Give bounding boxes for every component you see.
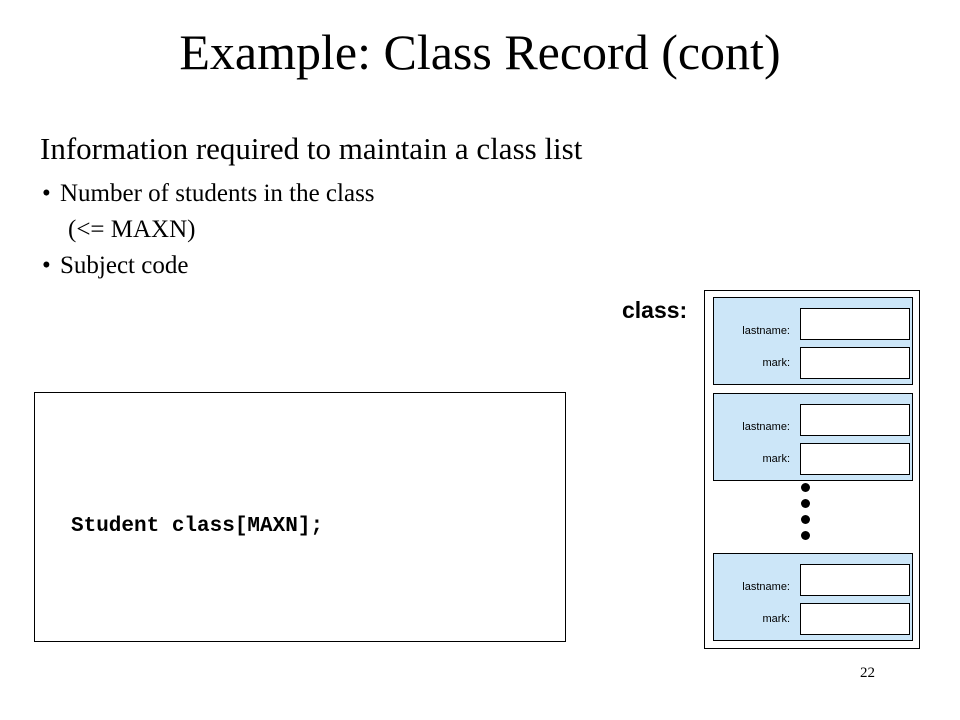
student-record: lastname: mark: xyxy=(713,393,913,481)
lastname-field xyxy=(800,308,910,340)
page-number: 22 xyxy=(860,665,875,681)
bullet-text: Subject code xyxy=(60,252,189,279)
student-record: lastname: mark: xyxy=(713,553,913,641)
bullet-continuation: (<= MAXN) xyxy=(42,212,375,248)
bullet-icon: • xyxy=(42,252,51,279)
mark-field xyxy=(800,347,910,379)
lastname-label: lastname: xyxy=(742,581,790,593)
lastname-field xyxy=(800,404,910,436)
slide-title: Example: Class Record (cont) xyxy=(179,24,781,80)
mark-field xyxy=(800,443,910,475)
bullet-item: • Number of students in the class xyxy=(42,176,375,212)
bullet-item: • Subject code xyxy=(42,248,375,284)
ellipsis-dot xyxy=(801,499,810,508)
array-diagram: lastname: mark: lastname: mark: lastname… xyxy=(704,290,920,649)
bullet-text: (<= MAXN) xyxy=(68,216,196,243)
lastname-label: lastname: xyxy=(742,325,790,337)
bullet-list: • Number of students in the class (<= MAX… xyxy=(42,176,375,284)
mark-label: mark: xyxy=(762,453,791,465)
code-box: Student class[MAXN]; xyxy=(34,392,566,642)
array-label: class: xyxy=(622,297,688,323)
ellipsis-dots xyxy=(801,483,811,547)
ellipsis-dot xyxy=(801,531,810,540)
bullet-text: Number of students in the class xyxy=(60,180,375,207)
mark-label: mark: xyxy=(762,357,791,369)
bullet-icon: • xyxy=(42,180,51,207)
intro-text: Information required to maintain a class… xyxy=(40,131,583,166)
ellipsis-dot xyxy=(801,483,810,492)
lastname-label: lastname: xyxy=(742,421,790,433)
lastname-field xyxy=(800,564,910,596)
mark-label: mark: xyxy=(762,613,791,625)
student-record: lastname: mark: xyxy=(713,297,913,385)
code-line: Student class[MAXN]; xyxy=(71,515,324,538)
ellipsis-dot xyxy=(801,515,810,524)
mark-field xyxy=(800,603,910,635)
